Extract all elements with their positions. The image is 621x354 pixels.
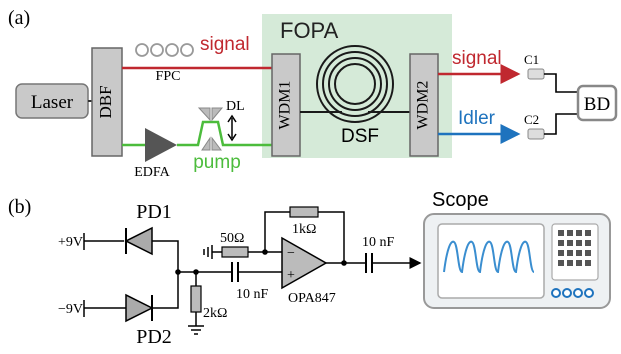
fpc-coils <box>135 43 194 57</box>
dl-arrow <box>227 114 237 142</box>
vminus-label: −9V <box>58 302 83 317</box>
wdm2-box <box>409 53 439 157</box>
r50-label: 50Ω <box>220 231 244 246</box>
c1-coupler <box>527 68 545 80</box>
delay-line-prisms <box>197 107 224 151</box>
scope-label: Scope <box>432 189 489 211</box>
fb-wire-right <box>318 211 345 262</box>
r1k-resistor <box>289 206 319 218</box>
c1-label: C1 <box>524 52 539 67</box>
bd-label: BD <box>584 94 610 115</box>
pd1-label: PD1 <box>136 201 172 223</box>
opamp-plus: + <box>287 268 295 283</box>
wdm2-label: WDM2 <box>415 81 432 130</box>
cap-out-label: 10 nF <box>362 235 395 250</box>
laser-label: Laser <box>31 92 74 113</box>
r2k-label: 2kΩ <box>203 306 227 321</box>
wdm1-label: WDM1 <box>277 81 294 130</box>
opamp-label: OPA847 <box>288 291 336 306</box>
panel-b-label: (b) <box>8 196 31 218</box>
vplus-label: +9V <box>58 235 83 250</box>
cap-out <box>365 253 373 273</box>
pump-label: pump <box>193 152 241 173</box>
signal-out-label: signal <box>452 48 502 69</box>
fpc-label: FPC <box>156 69 181 84</box>
scope-screen <box>437 223 545 299</box>
dsf-label: DSF <box>341 126 379 147</box>
pd2-label: PD2 <box>136 326 172 348</box>
cap-in <box>231 262 239 282</box>
r2k-resistor <box>190 285 202 313</box>
r1k-label: 1kΩ <box>292 222 316 237</box>
opamp-minus: − <box>287 246 295 261</box>
signal-in-label: signal <box>200 34 250 55</box>
c2-coupler <box>527 128 545 140</box>
ground-icon <box>188 325 204 335</box>
pd1-diode <box>124 226 153 256</box>
bd-box <box>576 84 618 122</box>
dbf-box <box>91 47 123 157</box>
junction-out <box>341 260 347 266</box>
scope-knobs <box>551 288 594 298</box>
c2-to-bd <box>544 113 578 135</box>
idler-label: Idler <box>458 108 496 129</box>
pump-line-2 <box>177 120 272 147</box>
fb-wire-left <box>264 211 290 252</box>
r50-resistor <box>221 246 249 258</box>
pd-node-wire <box>152 240 179 309</box>
wdm1-box <box>271 53 301 157</box>
c2-label: C2 <box>524 112 539 127</box>
ground-icon-2 <box>203 245 213 259</box>
c1-to-bd <box>544 73 578 93</box>
dbf-label: DBF <box>96 85 115 118</box>
edfa-label: EDFA <box>134 165 170 180</box>
fopa-label: FOPA <box>280 18 339 43</box>
pd2-diode <box>125 293 154 323</box>
panel-a-label: (a) <box>8 7 30 29</box>
scope-waveform <box>443 240 535 274</box>
scope-keys <box>558 230 591 266</box>
cap-in-label: 10 nF <box>236 287 269 302</box>
dsf-coil <box>300 45 410 123</box>
edfa-triangle <box>145 128 177 162</box>
opamp-triangle <box>281 236 328 290</box>
dl-label: DL <box>226 99 245 114</box>
